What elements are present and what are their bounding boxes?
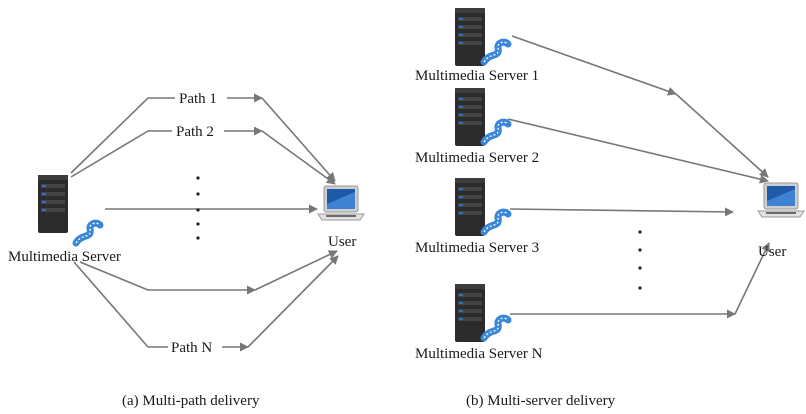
film-strip-icon <box>484 212 508 232</box>
path-1-label: Path 1 <box>179 91 217 107</box>
edge-path-n-user <box>247 255 339 348</box>
server-1-label: Multimedia Server 1 <box>415 68 539 84</box>
film-strip-icon <box>484 318 508 338</box>
film-strip-icon <box>484 122 508 142</box>
path-n-label: Path N <box>171 340 212 356</box>
caption-a: (a) Multi-path delivery <box>122 393 260 409</box>
server-tower-icon <box>455 178 485 236</box>
edge-path-2 <box>70 126 263 178</box>
edge-path-1-user <box>261 97 336 182</box>
server-tower-icon <box>455 284 485 342</box>
edge-server-2 <box>507 118 769 184</box>
server-tower-icon <box>455 88 485 146</box>
edge-server-n-user <box>734 242 770 315</box>
ellipsis-b <box>638 230 642 290</box>
laptop-icon <box>317 185 365 221</box>
user-label-a: User <box>328 234 356 250</box>
panel-a: Path 1 Path 2 Path N Multimedia Server U… <box>8 89 365 356</box>
ellipsis-a <box>196 176 200 240</box>
laptop-icon <box>757 182 805 218</box>
server-tower-icon <box>38 175 68 233</box>
edge-path-n <box>73 261 249 352</box>
edge-server-1 <box>511 35 677 96</box>
edge-lower-user <box>254 250 338 291</box>
user-label-b: User <box>758 244 786 260</box>
server-3-label: Multimedia Server 3 <box>415 240 539 256</box>
server-n-label: Multimedia Server N <box>415 346 543 362</box>
film-strip-icon <box>484 42 508 62</box>
edge-server-1-user <box>675 93 769 178</box>
edge-lower <box>79 261 256 295</box>
panel-b: Multimedia Server 1 Multimedia Server 2 … <box>415 8 805 362</box>
edge-server-3 <box>509 207 734 217</box>
server-tower-icon <box>455 8 485 66</box>
edge-path-1 <box>70 93 263 174</box>
film-strip-icon <box>76 223 100 243</box>
server-2-label: Multimedia Server 2 <box>415 150 539 166</box>
server-label-a: Multimedia Server <box>8 249 121 265</box>
path-2-label: Path 2 <box>176 124 214 140</box>
caption-b: (b) Multi-server delivery <box>466 393 616 409</box>
edge-path-2-user <box>261 130 336 185</box>
